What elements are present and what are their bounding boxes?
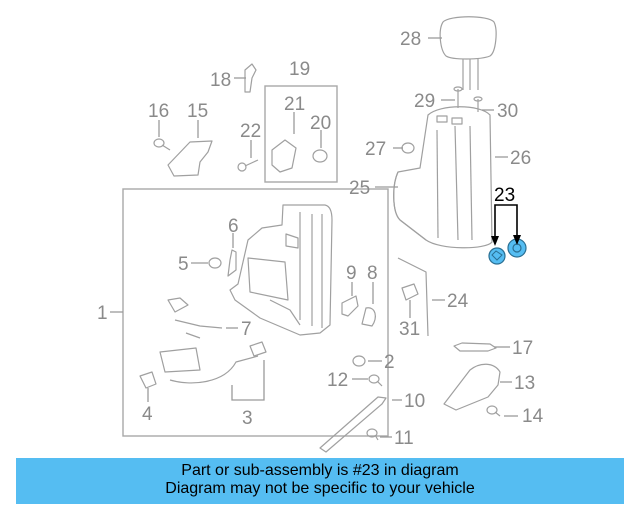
cover-part-15 [167, 140, 213, 177]
callout-25: 26 [510, 148, 531, 169]
seat-frame-part [229, 204, 333, 336]
callout-20: 20 [310, 113, 331, 134]
callout-1: 1 [97, 303, 108, 324]
callout-10: 10 [404, 391, 425, 412]
caption-line-1: Part or sub-assembly is #23 in diagram [181, 462, 459, 479]
caption-banner: Part or sub-assembly is #23 in diagram D… [16, 458, 624, 504]
callout-16: 16 [148, 101, 169, 122]
callout-24: 24 [447, 291, 469, 312]
callout-8: 8 [367, 263, 378, 284]
group-box-19 [264, 85, 338, 183]
nut-part-5 [208, 257, 222, 269]
callout-12: 12 [327, 370, 348, 391]
group-box-1 [122, 188, 389, 437]
bolt-part-11 [366, 428, 379, 441]
callout-29: 29 [414, 91, 435, 112]
callout-14: 14 [522, 406, 544, 427]
bolt-part-12 [368, 374, 383, 387]
strap-part-17 [453, 342, 497, 352]
headrest-part [439, 16, 497, 90]
rod-part-10 [319, 396, 387, 453]
hinge-part-6 [227, 249, 237, 277]
callout-28: 28 [400, 29, 421, 50]
lever-part-21 [271, 139, 297, 173]
callout-26: 25 [349, 178, 370, 199]
leader-lines [110, 37, 518, 438]
arrowhead-23a [491, 236, 499, 246]
callout-23: 23 [494, 185, 515, 206]
clip-part-31 [401, 283, 419, 301]
callout-2: 2 [384, 352, 395, 373]
caption-line-2: Diagram may not be specific to your vehi… [165, 480, 475, 497]
callout-5: 5 [178, 254, 189, 275]
callout-17: 17 [512, 338, 533, 359]
callout-19: 19 [289, 59, 310, 80]
bolt-part-16 [153, 138, 171, 151]
cover-part-18 [244, 63, 257, 93]
callout-15: 15 [187, 101, 208, 122]
callout-23-leader [494, 204, 518, 236]
trim-part-24 [397, 257, 429, 337]
bushing-part-20 [312, 149, 328, 163]
arrowhead-23b [513, 235, 521, 245]
bracket-part-9 [341, 295, 359, 317]
cable-part-3 [159, 341, 267, 384]
pin-part-29 [453, 86, 463, 108]
cable-part-7 [167, 297, 223, 339]
callout-4: 4 [142, 404, 153, 425]
callout-7: 7 [241, 319, 252, 340]
nut-part-2 [352, 355, 366, 367]
highlighted-part-23 [488, 238, 527, 265]
callout-6: 6 [228, 216, 239, 237]
callout-27: 27 [365, 139, 386, 160]
callout-21: 21 [284, 94, 305, 115]
latch-part-4 [139, 371, 157, 389]
bolt-part-14 [486, 405, 501, 417]
callout-13: 13 [514, 373, 535, 394]
callout-30: 30 [497, 101, 518, 122]
callout-31: 31 [399, 319, 420, 340]
washer-part-27 [401, 142, 415, 154]
callout-9: 9 [346, 263, 357, 284]
clip-part-8 [361, 307, 376, 327]
pin-part-30 [473, 96, 483, 112]
bolt-part-22 [237, 159, 259, 172]
cover-part-13 [443, 363, 501, 411]
callout-3: 3 [242, 408, 253, 429]
callout-18: 18 [210, 70, 231, 91]
callout-11: 11 [394, 428, 414, 449]
seat-back-part [393, 106, 493, 249]
callout-22: 22 [240, 121, 261, 142]
